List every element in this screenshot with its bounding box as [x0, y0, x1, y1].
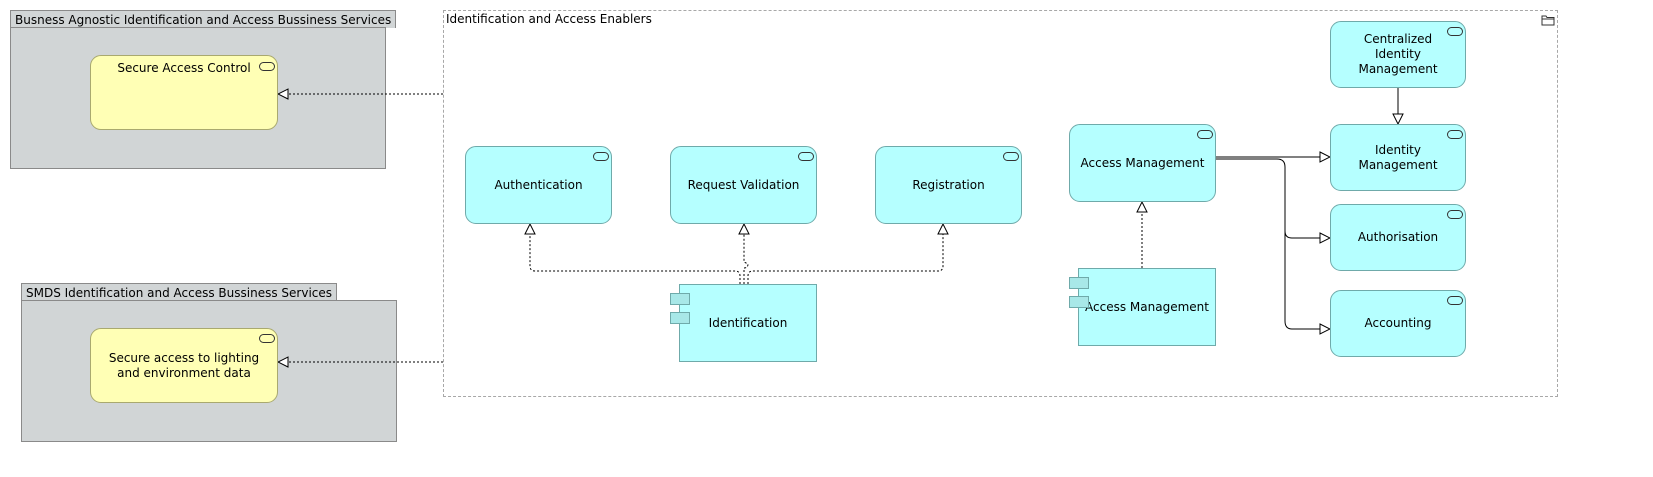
node-authentication[interactable]: Authentication [465, 146, 612, 224]
node-label: Identity Management [1358, 142, 1438, 172]
node-access-management-service[interactable]: Access Management [1069, 124, 1216, 202]
node-label: Centralized Identity Management [1358, 32, 1438, 76]
service-icon [1447, 296, 1463, 305]
node-label: Accounting [1364, 316, 1432, 330]
node-label: Authentication [494, 177, 583, 192]
node-label: Registration [912, 177, 985, 192]
node-accounting[interactable]: Accounting [1330, 290, 1466, 357]
node-label: Identification [708, 316, 788, 330]
edge-identification-to-authentication [530, 224, 741, 284]
service-icon [259, 62, 275, 71]
edge-am-to-authorisation [1216, 158, 1330, 238]
service-icon [798, 152, 814, 161]
service-icon [1197, 130, 1213, 139]
component-icon [1069, 277, 1089, 289]
node-label: Authorisation [1357, 230, 1439, 244]
group-title-enablers: Identification and Access Enablers [446, 12, 652, 26]
node-authorisation[interactable]: Authorisation [1330, 204, 1466, 271]
node-label: Secure Access Control [117, 61, 251, 75]
component-icon [670, 312, 690, 324]
edge-am-to-accounting [1284, 231, 1330, 329]
edge-identification-to-request-validation [744, 224, 748, 284]
node-secure-access-control[interactable]: Secure Access Control [90, 55, 278, 130]
node-identity-management[interactable]: Identity Management [1330, 124, 1466, 191]
node-label: Secure access to lighting and environmen… [108, 350, 260, 380]
service-icon [593, 152, 609, 161]
service-icon [1447, 130, 1463, 139]
group-tab-business-agnostic: Busness Agnostic Identification and Acce… [10, 10, 397, 28]
node-identification[interactable]: Identification [679, 284, 817, 362]
folder-icon [1541, 15, 1555, 26]
component-icon [670, 293, 690, 305]
group-identification-access-enablers[interactable] [443, 10, 1558, 397]
node-registration[interactable]: Registration [875, 146, 1022, 224]
node-label: Request Validation [687, 177, 800, 192]
node-access-management-component[interactable]: Access Management [1078, 268, 1216, 346]
node-centralized-identity-management[interactable]: Centralized Identity Management [1330, 21, 1466, 88]
service-icon [1447, 210, 1463, 219]
component-icon [1069, 296, 1089, 308]
node-label: Access Management [1080, 155, 1205, 170]
node-label: Access Management [1085, 300, 1209, 314]
group-tab-smds: SMDS Identification and Access Bussiness… [21, 283, 338, 301]
service-icon [1447, 27, 1463, 36]
node-request-validation[interactable]: Request Validation [670, 146, 817, 224]
service-icon [1003, 152, 1019, 161]
node-secure-access-lighting[interactable]: Secure access to lighting and environmen… [90, 328, 278, 403]
service-icon [259, 334, 275, 343]
edge-identification-to-registration [747, 224, 943, 284]
